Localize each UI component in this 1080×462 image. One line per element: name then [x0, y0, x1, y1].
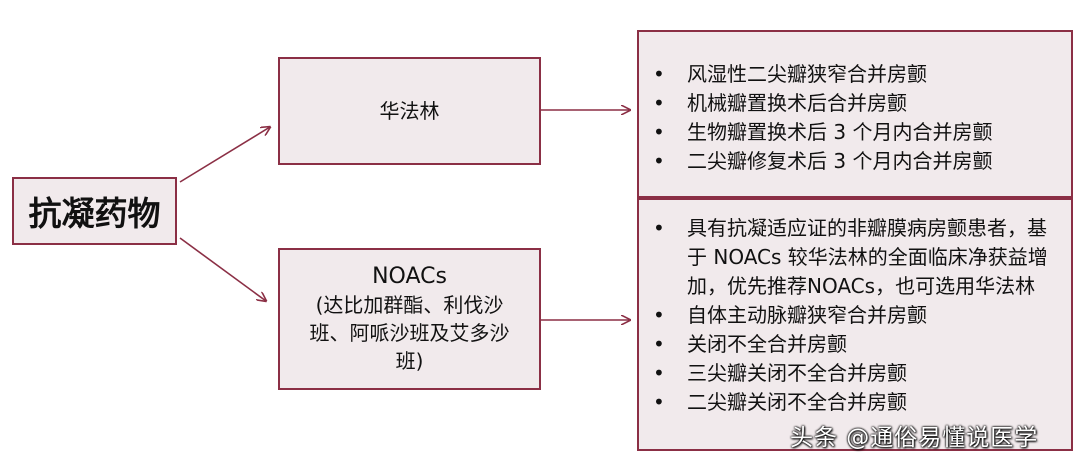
- list-item: • 三尖瓣关闭不全合并房颤: [651, 359, 1057, 388]
- list-item-text: 具有抗凝适应证的非瓣膜病房颤患者，基于 NOACs 较华法林的全面临床净获益增加…: [687, 216, 1048, 298]
- noacs-node: NOACs (达比加群酯、利伐沙班、阿哌沙班及艾多沙班): [278, 248, 541, 390]
- arrow-root-to-warfarin: [179, 127, 270, 183]
- list-item-text: 机械瓣置换术后合并房颤: [687, 91, 907, 115]
- warfarin-label: 华法林: [379, 99, 440, 123]
- bullet-icon: •: [653, 91, 665, 115]
- bullet-icon: •: [653, 361, 665, 385]
- list-item: • 二尖瓣修复术后 3 个月内合并房颤: [651, 147, 1057, 176]
- bullet-icon: •: [653, 332, 665, 356]
- bullet-icon: •: [653, 390, 665, 414]
- list-item-text: 关闭不全合并房颤: [687, 332, 847, 356]
- root-label: 抗凝药物: [28, 194, 161, 233]
- warfarin-indications-box: • 风湿性二尖瓣狭窄合并房颤 • 机械瓣置换术后合并房颤 • 生物瓣置换术后 3 个月内合…: [637, 30, 1073, 198]
- list-item: • 二尖瓣关闭不全合并房颤: [651, 388, 1057, 417]
- root-node: 抗凝药物: [12, 177, 177, 245]
- bullet-icon: •: [653, 149, 665, 173]
- arrow-root-to-noacs: [179, 237, 266, 301]
- bullet-icon: •: [653, 62, 665, 86]
- list-item-text: 二尖瓣修复术后 3 个月内合并房颤: [687, 149, 993, 173]
- list-item-text: 自体主动脉瓣狭窄合并房颤: [687, 303, 927, 327]
- noacs-title: NOACs: [372, 264, 447, 289]
- list-item: • 生物瓣置换术后 3 个月内合并房颤: [651, 118, 1057, 147]
- watermark: 头条 @通俗易懂说医学: [790, 425, 1039, 451]
- bullet-icon: •: [653, 120, 665, 144]
- list-item-text: 生物瓣置换术后 3 个月内合并房颤: [687, 120, 993, 144]
- list-item: • 风湿性二尖瓣狭窄合并房颤: [651, 60, 1057, 89]
- bullet-icon: •: [653, 303, 665, 327]
- warfarin-indications-list: • 风湿性二尖瓣狭窄合并房颤 • 机械瓣置换术后合并房颤 • 生物瓣置换术后 3 个月内合…: [651, 60, 1057, 176]
- bullet-icon: •: [653, 216, 665, 240]
- list-item-text: 二尖瓣关闭不全合并房颤: [687, 390, 907, 414]
- list-item-text: 三尖瓣关闭不全合并房颤: [687, 361, 907, 385]
- list-item: • 自体主动脉瓣狭窄合并房颤: [651, 301, 1057, 330]
- list-item: • 关闭不全合并房颤: [651, 330, 1057, 359]
- noac-indications-list: • 具有抗凝适应证的非瓣膜病房颤患者，基于 NOACs 较华法林的全面临床净获益增…: [651, 214, 1057, 417]
- list-item: • 具有抗凝适应证的非瓣膜病房颤患者，基于 NOACs 较华法林的全面临床净获益增…: [651, 214, 1057, 301]
- noac-indications-box: • 具有抗凝适应证的非瓣膜病房颤患者，基于 NOACs 较华法林的全面临床净获益增…: [637, 198, 1073, 451]
- noacs-subtitle: (达比加群酯、利伐沙班、阿哌沙班及艾多沙班): [309, 293, 510, 373]
- list-item: • 机械瓣置换术后合并房颤: [651, 89, 1057, 118]
- list-item-text: 风湿性二尖瓣狭窄合并房颤: [687, 62, 927, 86]
- warfarin-node: 华法林: [278, 57, 541, 165]
